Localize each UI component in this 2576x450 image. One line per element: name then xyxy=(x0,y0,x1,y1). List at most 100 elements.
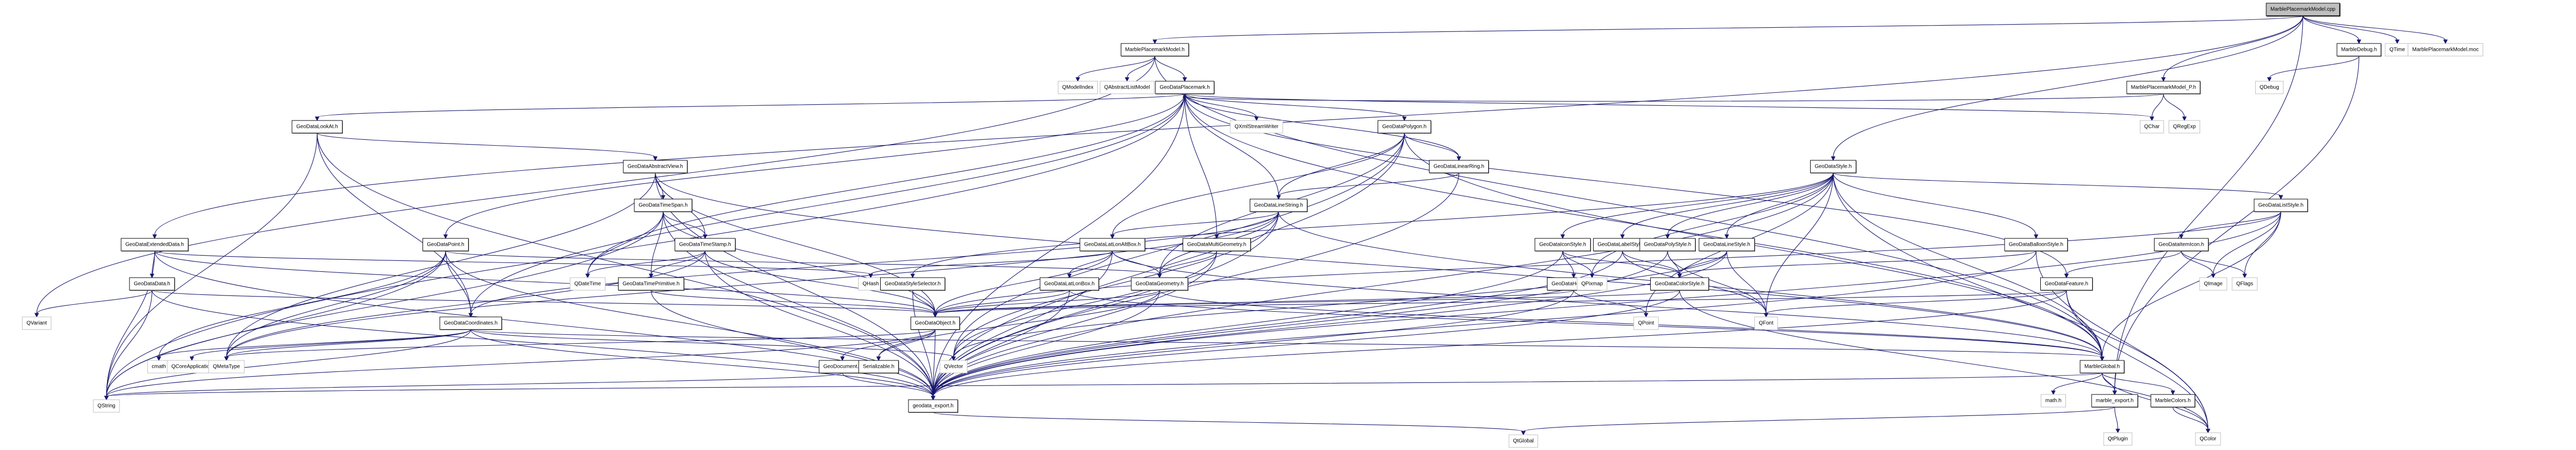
node-geodatalinestring-h[interactable]: GeoDataLineString.h xyxy=(1250,199,1308,212)
node-box xyxy=(1509,434,1538,448)
node-marble-export-h[interactable]: marble_export.h xyxy=(2091,394,2138,408)
node-geodataliststyle-h[interactable]: GeoDataListStyle.h xyxy=(2254,199,2308,212)
edge-feature-to-geodata_export xyxy=(933,290,2067,397)
edge-itemicon-to-qimage xyxy=(2181,250,2214,275)
edge-linestring-to-qmetatype xyxy=(226,211,1279,358)
edge-point-to-geometry xyxy=(445,250,1160,275)
edge-placemark-to-geodata_export xyxy=(933,93,1185,397)
node-geodatapoint-h[interactable]: GeoDataPoint.h xyxy=(423,238,469,251)
arrowhead-lookat-to-abstractview xyxy=(653,156,658,161)
edge-liststyle-to-qimage xyxy=(2213,211,2281,275)
node-box xyxy=(1100,81,1154,94)
node-marbleplacemarkmodel-h[interactable]: MarblePlacemarkModel.h xyxy=(1121,43,1189,57)
node-label: GeoDataLineString.h xyxy=(1254,203,1303,208)
node-geodatastyle-h[interactable]: GeoDataStyle.h xyxy=(1810,160,1857,173)
node-geodataplacemark-h[interactable]: GeoDataPlacemark.h xyxy=(1155,81,1215,94)
node-box xyxy=(939,360,968,374)
arrowhead-data-to-object xyxy=(933,313,938,318)
edge-polygon-to-latlonaltbox xyxy=(1112,133,1405,236)
node-marbleplacemarkmodel-cpp[interactable]: MarblePlacemarkModel.cpp xyxy=(2266,3,2341,17)
arrowhead-point-to-coordinates xyxy=(468,313,473,318)
node-geodata-export-h[interactable]: geodata_export.h xyxy=(908,399,958,413)
node-label: MarbleColors.h xyxy=(2155,398,2191,404)
node-geodataballoonstyle-h[interactable]: GeoDataBalloonStyle.h xyxy=(2004,238,2068,251)
edge-placemark-to-coordinates xyxy=(470,93,1185,314)
edge-labelstyle-to-geodata_export xyxy=(933,250,1623,397)
node-geodataextendeddata-h[interactable]: GeoDataExtendedData.h xyxy=(121,238,189,251)
node-box xyxy=(2255,81,2283,94)
edge-style-to-qcolor xyxy=(1833,172,2209,430)
node-box xyxy=(2199,277,2227,291)
node-label: MarblePlacemarkModel.h xyxy=(1125,47,1184,53)
arrowhead-placemark-to-qxml xyxy=(1254,116,1259,122)
edge-liststyle-to-object xyxy=(935,211,2281,314)
arrowhead-iconstyle-to-hotspot xyxy=(1571,273,1576,279)
node-box xyxy=(618,277,684,291)
node-box xyxy=(675,238,735,251)
arrowhead-marbleglobal-to-marble_export xyxy=(2112,390,2117,396)
node-marbledebug-h[interactable]: MarbleDebug.h xyxy=(2336,43,2382,57)
node-label: GeoDataLookAt.h xyxy=(296,124,338,130)
node-label: GeoDocument.h xyxy=(824,364,862,370)
node-geodataobject-h[interactable]: GeoDataObject.h xyxy=(911,316,960,330)
node-box xyxy=(1040,277,1099,291)
node-geodatalookat-h[interactable]: GeoDataLookAt.h xyxy=(291,120,343,134)
node-qchar: QChar xyxy=(2140,120,2164,134)
node-marbleplacemarkmodel-p-h[interactable]: MarblePlacemarkModel_P.h xyxy=(2126,81,2201,94)
node-geodatalinestyle-h[interactable]: GeoDataLineStyle.h xyxy=(1698,238,1755,251)
node-geodatalatlonaltbox-h[interactable]: GeoDataLatLonAltBox.h xyxy=(1079,238,1145,251)
node-box xyxy=(2126,81,2201,94)
edge-coordinates-to-cmath xyxy=(158,329,471,358)
edge-polygon-to-geodata_export xyxy=(933,133,1405,397)
node-box xyxy=(858,360,899,374)
node-geodatalinearring-h[interactable]: GeoDataLinearRing.h xyxy=(1429,160,1489,173)
node-marbleglobal-h[interactable]: MarbleGlobal.h xyxy=(2080,360,2125,374)
node-geodatacoordinates-h[interactable]: GeoDataCoordinates.h xyxy=(439,316,502,330)
edge-style-to-marbleglobal xyxy=(1833,172,2103,358)
node-geodatageometry-h[interactable]: GeoDataGeometry.h xyxy=(1131,277,1188,291)
arrowhead-style-to-labelstyle xyxy=(1620,234,1625,239)
edge-object-to-geodata_export xyxy=(933,329,936,397)
node-box xyxy=(880,277,945,291)
edge-style-to-polystyle xyxy=(1667,172,1834,236)
node-geodatadata-h[interactable]: GeoDataData.h xyxy=(129,277,175,291)
node-geodatatimestamp-h[interactable]: GeoDataTimeStamp.h xyxy=(675,238,736,251)
node-geodatamultigeometry-h[interactable]: GeoDataMultiGeometry.h xyxy=(1183,238,1251,251)
arrowhead-cpp-to-mpm_h xyxy=(1152,39,1157,45)
node-geodatatimeprimitive-h[interactable]: GeoDataTimePrimitive.h xyxy=(618,277,685,291)
arrowhead-geodocument-to-geodata_export xyxy=(930,396,936,401)
node-label: MarblePlacemarkModel.cpp xyxy=(2270,7,2335,13)
edge-mpm_h-to-placemark xyxy=(1154,56,1185,79)
edge-polystyle-to-geodata_export xyxy=(933,250,1668,397)
edge-timestamp-to-timeprimitive xyxy=(651,250,706,275)
node-serializable-h[interactable]: Serializable.h xyxy=(858,360,899,374)
arrowhead-itemicon-to-qflags xyxy=(2242,273,2247,279)
node-geodatafeature-h[interactable]: GeoDataFeature.h xyxy=(2040,277,2093,291)
edge-iconstyle-to-qpixmap xyxy=(1562,250,1593,275)
node-marblecolors-h[interactable]: MarbleColors.h xyxy=(2150,394,2195,408)
arrowhead-cpp-to-marbledebug xyxy=(2356,39,2362,45)
node-qmodelindex: QModelIndex xyxy=(1058,81,1098,94)
arrowhead-mpm_h-to-qmodelindex xyxy=(1075,77,1080,82)
node-box xyxy=(1754,316,1778,330)
node-geodatapolystyle-h[interactable]: GeoDataPolyStyle.h xyxy=(1639,238,1696,251)
node-geodataabstractview-h[interactable]: GeoDataAbstractView.h xyxy=(623,160,688,173)
node-geodatalatlonbox-h[interactable]: GeoDataLatLonBox.h xyxy=(1040,277,1099,291)
node-qcolor: QColor xyxy=(2195,432,2221,446)
edge-placemark-to-polygon xyxy=(1184,93,1405,118)
arrowhead-marbledebug-to-qdebug xyxy=(2267,77,2272,82)
node-geodatacolorstyle-h[interactable]: GeoDataColorStyle.h xyxy=(1650,277,1709,291)
edge-placemark-to-point xyxy=(445,93,1185,236)
node-geodatastyleselector-h[interactable]: GeoDataStyleSelector.h xyxy=(880,277,946,291)
arrowhead-placemark-to-polygon xyxy=(1402,116,1407,122)
node-label: GeoDataListStyle.h xyxy=(2258,203,2303,208)
node-geodatatimespan-h[interactable]: GeoDataTimeSpan.h xyxy=(634,199,692,212)
node-label: GeoDataTimeSpan.h xyxy=(638,203,688,208)
node-box xyxy=(1250,199,1307,212)
edge-multigeometry-to-geodata_export xyxy=(933,250,1217,397)
node-geodatapolygon-h[interactable]: GeoDataPolygon.h xyxy=(1378,120,1432,134)
node-geodataiconstyle-h[interactable]: GeoDataIconStyle.h xyxy=(1534,238,1591,251)
edge-extendeddata-to-geodata_export xyxy=(154,250,934,397)
node-geodataitemicon-h[interactable]: GeoDataItemIcon.h xyxy=(2154,238,2209,251)
